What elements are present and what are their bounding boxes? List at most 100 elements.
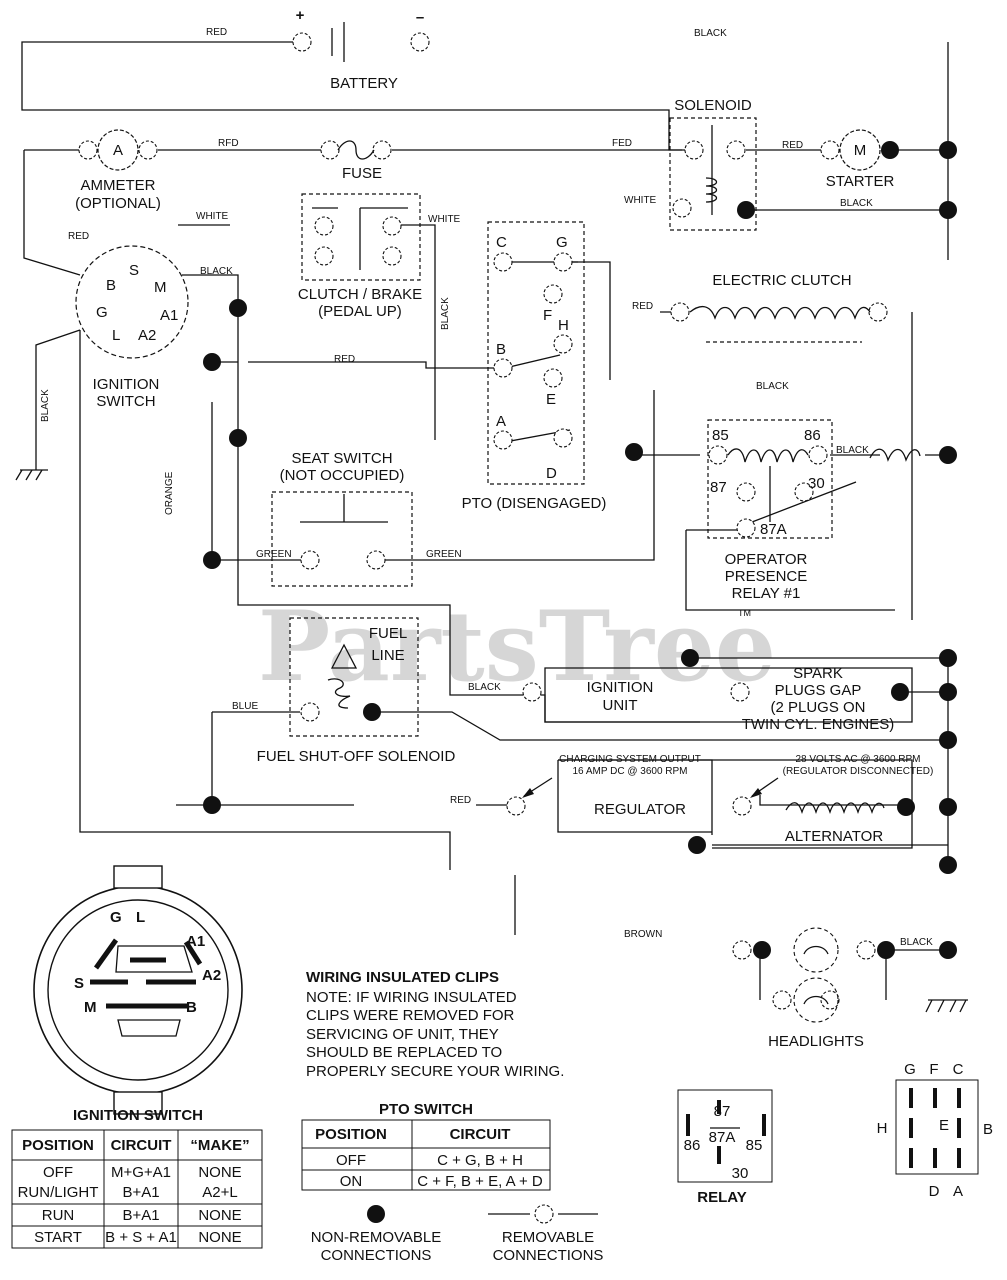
pto-terminal-f: F: [543, 307, 552, 324]
pto-cell: C + F, B + E, A + D: [417, 1173, 543, 1190]
legend-non-removable-2: CONNECTIONS: [321, 1247, 432, 1264]
fuse-label: FUSE: [342, 165, 382, 182]
relay-terminal-30: 30: [808, 475, 825, 492]
clutch-brake-box: [301, 193, 421, 281]
watermark: PartsTree: [258, 590, 776, 703]
ignition-switch-face: [33, 865, 243, 1115]
regulator-label: REGULATOR: [594, 801, 686, 818]
connector-pin-d: D: [929, 1183, 940, 1200]
clips-note-line-4: SHOULD BE REPLACED TO: [306, 1044, 502, 1061]
relay-terminal-87a: 87A: [760, 521, 787, 538]
headlights-label: HEADLIGHTS: [768, 1033, 864, 1050]
wire-red-1: RED: [206, 27, 227, 38]
wire-white-2: WHITE: [196, 211, 229, 222]
clutch-brake-label: CLUTCH / BRAKE: [298, 286, 422, 303]
wire-black-7: BLACK: [900, 937, 933, 948]
ignition-switch-label-2: SWITCH: [96, 393, 155, 410]
terminal-a1: A1: [160, 307, 178, 324]
connector-pin-a: A: [953, 1183, 963, 1200]
wire-black-2: BLACK: [840, 198, 873, 209]
pto-terminal-a: A: [496, 413, 506, 430]
wire-blue: BLUE: [232, 701, 258, 712]
ign-cell: RUN/LIGHT: [18, 1184, 99, 1201]
wire-white-3: WHITE: [428, 214, 461, 225]
relay-terminal-87: 87: [710, 479, 727, 496]
wire-green-2: GREEN: [426, 549, 462, 560]
trademark: TM: [738, 608, 751, 618]
terminal-m: M: [154, 279, 167, 296]
wire-red-4: RED: [632, 301, 653, 312]
relay-operator-label: OPERATOR: [725, 551, 808, 568]
face-terminal-a1: A1: [186, 933, 205, 950]
connector-pin-h: H: [877, 1120, 888, 1137]
pto-table: POSITION CIRCUIT OFF C + G, B + H ON C +…: [301, 1119, 551, 1191]
spark-plugs-label-2: PLUGS GAP: [775, 682, 862, 699]
face-terminal-b: B: [186, 999, 197, 1016]
non-removable-connections: [203, 141, 957, 959]
relay-terminal-86: 86: [804, 427, 821, 444]
volts-label: 28 VOLTS AC @ 3600 RPM: [795, 754, 920, 765]
legend-non-removable: NON-REMOVABLE: [311, 1229, 442, 1246]
seat-switch-label: SEAT SWITCH: [291, 450, 392, 467]
clips-note-line-5: PROPERLY SECURE YOUR WIRING.: [306, 1063, 564, 1080]
ammeter-symbol-label: A: [113, 142, 123, 159]
ign-cell: NONE: [198, 1229, 241, 1246]
ign-header-circuit: CIRCUIT: [111, 1137, 172, 1154]
ignition-table-title: IGNITION SWITCH: [73, 1107, 203, 1124]
headlight-bulbs: [793, 927, 839, 1023]
pto-label: PTO (DISENGAGED): [462, 495, 607, 512]
relay-title: RELAY: [697, 1189, 746, 1206]
spark-plugs-label: SPARK: [793, 665, 843, 682]
connector-pin-b: B: [983, 1121, 993, 1138]
clips-note-title: WIRING INSULATED CLIPS: [306, 969, 499, 986]
ign-cell: M+G+A1: [111, 1164, 171, 1181]
wire-red-6: RED: [450, 795, 471, 806]
clips-note-line-2: CLIPS WERE REMOVED FOR: [306, 1007, 515, 1024]
pedal-up-label: (PEDAL UP): [318, 303, 402, 320]
starter-label: STARTER: [826, 173, 895, 190]
legend-removable-2: CONNECTIONS: [493, 1247, 604, 1264]
wire-black-1: BLACK: [694, 28, 727, 39]
connector-pin-g: G: [904, 1061, 916, 1078]
wire-red-3: RED: [68, 231, 89, 242]
removable-connections: [78, 32, 888, 1010]
wire-black-5: BLACK: [836, 445, 869, 456]
battery-symbol: [331, 22, 345, 62]
relay-terminal-labels: 85 86 87 30 87A: [710, 427, 825, 538]
pto-terminal-c: C: [496, 234, 507, 251]
solenoid-label: SOLENOID: [674, 97, 752, 114]
electric-clutch-coil: [689, 306, 871, 320]
fuel-line-label: FUEL: [369, 625, 407, 642]
terminal-l: L: [112, 327, 120, 344]
motor-symbol-label: M: [854, 142, 867, 159]
fuel-solenoid-box: [289, 617, 419, 737]
ign-cell: RUN: [42, 1207, 75, 1224]
terminal-a2: A2: [138, 327, 156, 344]
ign-header-position: POSITION: [22, 1137, 94, 1154]
ign-cell: B+A1: [122, 1207, 159, 1224]
face-terminal-a2: A2: [202, 967, 221, 984]
pto-terminal-e: E: [546, 391, 556, 408]
terminal-g: G: [96, 304, 108, 321]
connector-pin-f: F: [929, 1061, 938, 1078]
spark-plugs-label-4: TWIN CYL. ENGINES): [742, 716, 895, 733]
clips-note-line-3: SERVICING OF UNIT, THEY: [306, 1026, 499, 1043]
pto-cell: C + G, B + H: [437, 1152, 523, 1169]
face-terminal-m: M: [84, 999, 97, 1016]
ignition-table: POSITION CIRCUIT “MAKE” OFF M+G+A1 NONE …: [11, 1129, 263, 1249]
relay-box: [707, 419, 833, 539]
ignition-terminal-labels: B S M G L A1 A2: [96, 262, 178, 344]
relay-pin-30: 30: [732, 1165, 749, 1182]
ignition-unit-label-2: UNIT: [603, 697, 638, 714]
spark-plugs-label-3: (2 PLUGS ON: [770, 699, 865, 716]
ammeter-label: AMMETER: [81, 177, 156, 194]
pto-cell: ON: [340, 1173, 363, 1190]
wire-red-5: RED: [334, 354, 355, 365]
ammeter-symbol: [97, 129, 139, 171]
pto-header-position: POSITION: [315, 1126, 387, 1143]
wires: [15, 41, 949, 1000]
ign-cell: A2+L: [202, 1184, 237, 1201]
alternator-coil: [785, 802, 885, 815]
wire-color-labels: RED BLACK RFD FED RED WHITE BLACK WHITE …: [40, 27, 933, 948]
